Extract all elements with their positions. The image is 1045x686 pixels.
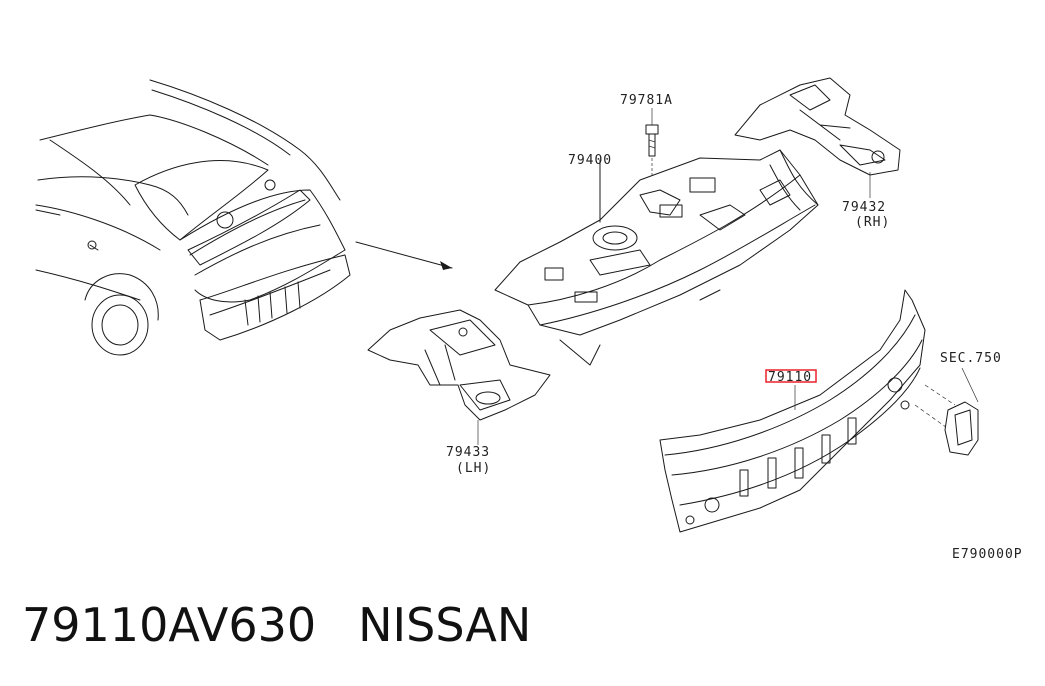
- lh-bracket-part: [367, 309, 551, 445]
- label-sec750: SEC.750: [940, 351, 1002, 366]
- parcel-shelf-part: [494, 149, 819, 366]
- label-diagram-code: E790000P: [952, 547, 1023, 562]
- label-79433: 79433: [446, 445, 490, 460]
- part-caption: 79110AV630 NISSAN: [22, 598, 531, 652]
- bolt-part: [645, 108, 659, 176]
- car-illustration: [35, 79, 351, 356]
- label-lh: (LH): [456, 461, 491, 476]
- label-79432: 79432: [842, 200, 886, 215]
- rear-panel-part: [659, 289, 926, 533]
- label-rh: (RH): [855, 215, 890, 230]
- label-79400: 79400: [568, 153, 612, 168]
- sec750-component: [914, 367, 979, 456]
- brand-name: NISSAN: [358, 598, 532, 652]
- rh-bracket-part: [734, 77, 901, 198]
- part-number: 79110AV630: [22, 598, 317, 652]
- label-79781a: 79781A: [620, 93, 673, 108]
- label-79110[interactable]: 79110: [768, 370, 812, 385]
- highlight-box: [765, 369, 817, 383]
- direction-arrow: [355, 241, 453, 270]
